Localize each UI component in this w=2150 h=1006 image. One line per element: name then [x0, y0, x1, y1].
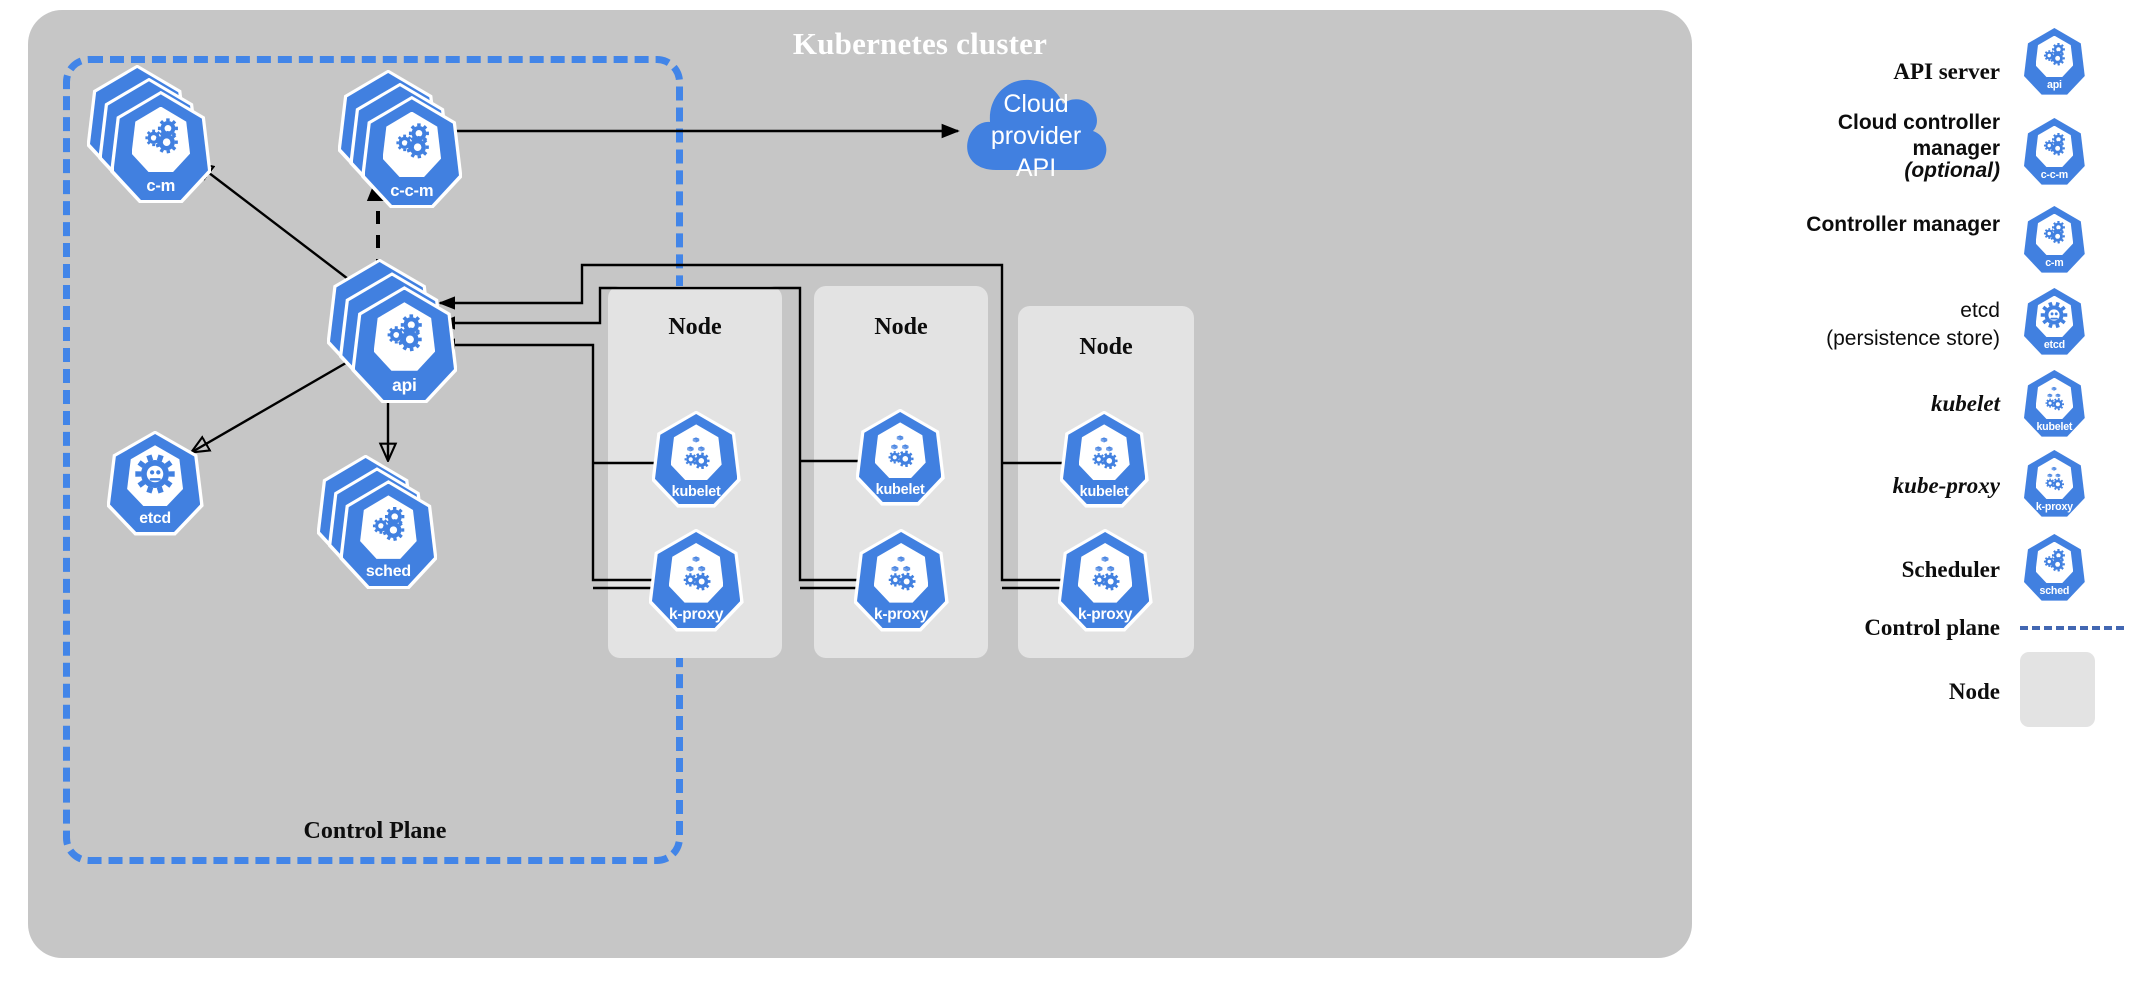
badge-text: api [2046, 79, 2062, 92]
badge-text: k-proxy [2035, 501, 2073, 514]
gears-icon [2040, 219, 2068, 247]
badge-kubelet-node-1: kubelet [651, 410, 741, 508]
badge-text: c-c-m [390, 180, 434, 200]
gears-icon [2040, 41, 2068, 69]
badge-kube-proxy-node-1: k-proxy [648, 528, 744, 632]
legend-icon-kube-proxy: k-proxy [2020, 446, 2089, 521]
badge-stack: k-proxy [853, 528, 949, 632]
badge-text: k-proxy [668, 606, 724, 624]
badge-stack: kubelet [1059, 410, 1149, 508]
etcd-gear-icon [2040, 301, 2068, 329]
cubes-gears-icon [881, 430, 919, 468]
cubes-gears-icon [2040, 383, 2068, 411]
cubes-gears-icon [881, 551, 921, 591]
badge-scheduler: sched [316, 454, 438, 590]
node-title: Node [1079, 334, 1133, 360]
badge-text: etcd [2043, 339, 2065, 352]
cubes-gears-icon [1085, 432, 1123, 470]
badge-stack: etcd [2020, 284, 2089, 359]
legend-label-cloud-controller-manager-optional: (optional) [1904, 159, 2000, 182]
legend-icon-scheduler: sched [2020, 530, 2089, 605]
badge-kube-proxy-node-3: k-proxy [1057, 528, 1153, 632]
node-title: Node [668, 314, 722, 340]
legend-label-scheduler: Scheduler [1901, 557, 2000, 582]
badge-kubelet-node-2: kubelet [855, 408, 945, 506]
badge-text: k-proxy [873, 606, 929, 624]
badge-api-server: api [326, 258, 458, 404]
badge-text: kubelet [875, 481, 925, 498]
badge-text: etcd [139, 509, 171, 527]
gears-icon [367, 504, 409, 546]
cubes-gears-icon [2040, 463, 2068, 491]
badge-stack: kubelet [855, 408, 945, 506]
cubes-gears-icon [676, 551, 716, 591]
legend-icon-api-server: api [2020, 24, 2089, 99]
legend-label-api-server: API server [1893, 59, 2000, 84]
legend-icon-controller-manager: c-m [2020, 202, 2089, 277]
badge-text: c-c-m [2040, 169, 2069, 182]
badge-text: kubelet [2036, 421, 2073, 434]
badge-text: k-proxy [1077, 606, 1133, 624]
legend-label-kubelet: kubelet [1931, 391, 2000, 416]
etcd-gear-icon [134, 453, 175, 494]
badge-controller-manager: c-m [86, 64, 212, 204]
node-title: Node [874, 314, 928, 340]
gears-icon [390, 121, 433, 164]
legend-label-control-plane: Control plane [1864, 615, 2000, 640]
badge-stack: etcd [106, 430, 204, 536]
badge-text: api [392, 374, 417, 395]
cloud-shape [967, 79, 1107, 170]
gears-icon [139, 116, 182, 159]
gears-icon [382, 312, 428, 358]
badge-kube-proxy-node-2: k-proxy [853, 528, 949, 632]
badge-text: kubelet [1079, 483, 1129, 500]
legend-label-etcd: etcd [1960, 299, 2000, 322]
badge-stack: c-m [2020, 202, 2089, 277]
cloud-provider-api: Cloud provider API [960, 66, 1112, 182]
legend-label-kube-proxy: kube-proxy [1892, 473, 2000, 498]
gears-icon [2040, 547, 2068, 575]
badge-stack: c-c-m [2020, 114, 2089, 189]
legend-swatch-node [2020, 652, 2095, 727]
cloud-provider-api-label: Cloud provider API [990, 90, 1082, 182]
legend-label-etcd-persistence-store: (persistence store) [1826, 327, 2000, 350]
badge-text: c-m [146, 175, 176, 195]
badge-text: sched [365, 563, 411, 581]
badge-stack: sched [2020, 530, 2089, 605]
badge-stack: k-proxy [1057, 528, 1153, 632]
legend-label-node: Node [1948, 679, 2000, 704]
badge-stack: c-m [86, 64, 212, 204]
control-plane-label: Control Plane [303, 818, 447, 844]
legend-swatch-control-plane-dash [2020, 626, 2124, 630]
cubes-gears-icon [1085, 551, 1125, 591]
badge-stack: c-c-m [337, 69, 463, 209]
cluster-title: Kubernetes cluster [792, 26, 1048, 61]
legend-label-cloud-controller-manager: Cloud controller manager [1837, 111, 2000, 160]
badge-text: c-m [2045, 257, 2064, 270]
badge-stack: k-proxy [648, 528, 744, 632]
badge-etcd: etcd [106, 430, 204, 536]
badge-stack: api [326, 258, 458, 404]
badge-stack: api [2020, 24, 2089, 99]
badge-stack: k-proxy [2020, 446, 2089, 521]
legend-icon-etcd: etcd [2020, 284, 2089, 359]
badge-stack: kubelet [2020, 366, 2089, 441]
badge-cloud-controller-manager: c-c-m [337, 69, 463, 209]
badge-text: kubelet [671, 483, 721, 500]
cubes-gears-icon [677, 432, 715, 470]
badge-stack: sched [316, 454, 438, 590]
gears-icon [2040, 131, 2068, 159]
legend-icon-kubelet: kubelet [2020, 366, 2089, 441]
badge-stack: kubelet [651, 410, 741, 508]
legend-panel: API server api Cloud controller manager … [1700, 0, 2150, 1006]
legend-label-controller-manager: Controller manager [1806, 213, 2000, 236]
legend-icon-cloud-controller-manager: c-c-m [2020, 114, 2089, 189]
badge-kubelet-node-3: kubelet [1059, 410, 1149, 508]
badge-text: sched [2039, 585, 2070, 598]
